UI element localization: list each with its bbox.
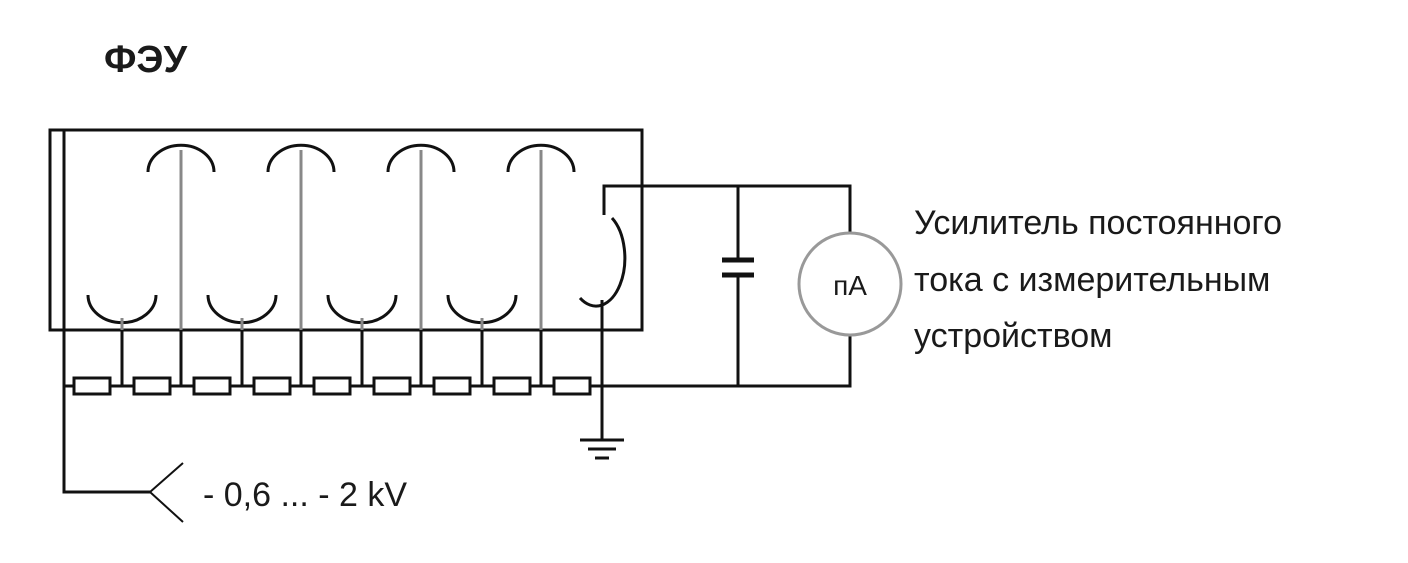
amplifier-label-line2: тока с измерительным	[914, 261, 1270, 299]
ammeter: пА	[797, 231, 903, 337]
resistor-3	[192, 376, 232, 396]
pmt-envelope	[48, 128, 644, 332]
resistor-6	[372, 376, 412, 396]
resistor-5	[312, 376, 352, 396]
dynodes	[86, 143, 627, 325]
dynode-top-3	[386, 143, 456, 173]
resistor-4	[252, 376, 292, 396]
resistor-1	[72, 376, 112, 396]
resistor-9	[552, 376, 592, 396]
pmt-title: ФЭУ	[104, 39, 187, 81]
anode	[578, 216, 627, 308]
ground-icon	[580, 438, 624, 460]
supply-voltage-label: - 0,6 ... - 2 kV	[203, 476, 407, 514]
resistor-8	[492, 376, 532, 396]
dynode-top-1	[146, 143, 216, 173]
voltage-divider-resistors	[72, 376, 592, 396]
resistor-7	[432, 376, 472, 396]
voltage-terminal-icon	[148, 462, 184, 523]
amplifier-label-line3: устройством	[914, 317, 1113, 355]
ammeter-label: пА	[833, 270, 867, 301]
amplifier-label-line1: Усилитель постоянного	[914, 204, 1282, 242]
dynode-top-2	[266, 143, 336, 173]
resistor-2	[132, 376, 172, 396]
capacitor	[722, 257, 754, 278]
dynode-top-4	[506, 143, 576, 173]
dynode-leads	[120, 150, 543, 330]
